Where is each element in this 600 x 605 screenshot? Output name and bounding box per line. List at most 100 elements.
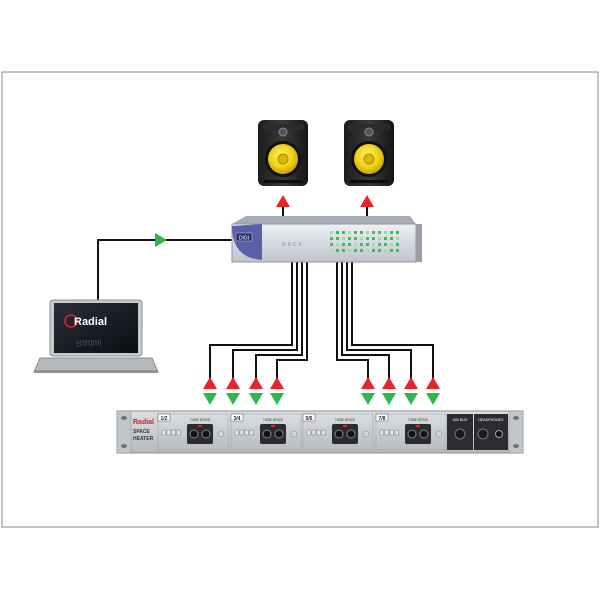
send-arrow-7	[404, 377, 418, 389]
meter-led	[360, 231, 363, 234]
channel-led	[343, 425, 347, 427]
meter-led	[396, 237, 399, 240]
channel-switch	[311, 429, 316, 436]
radial-logo-icon	[64, 314, 78, 328]
meter-led	[336, 243, 339, 246]
meter-led	[372, 249, 375, 252]
meter-led	[390, 231, 393, 234]
meter-led	[390, 237, 393, 240]
channel-switch	[379, 429, 384, 436]
meter-led	[342, 249, 345, 252]
laptop-logo: Radial	[74, 316, 107, 328]
meter-led	[354, 237, 357, 240]
meter-led	[390, 249, 393, 252]
tube-drive-caption: TUBE DRIVE	[263, 418, 284, 422]
tube-drive-caption: TUBE DRIVE	[335, 418, 356, 422]
tube-drive-panel	[260, 424, 286, 444]
channel-label: 7/8	[379, 416, 386, 422]
meter-led	[396, 231, 399, 234]
meter-led	[348, 243, 351, 246]
channel-label: 5/6	[306, 416, 313, 422]
meter-led	[366, 237, 369, 240]
io-arrows	[203, 377, 440, 405]
cable-right-2	[341, 262, 390, 380]
channel-badge	[302, 413, 316, 422]
channel-switch	[166, 429, 171, 436]
audio-interface: DIGI RACK	[231, 216, 422, 263]
interface-meters	[330, 231, 399, 252]
meter-led	[330, 237, 333, 240]
meter-led	[360, 243, 363, 246]
tube-drive-panel	[187, 424, 213, 444]
speaker-arrow-right	[360, 195, 374, 207]
channel-frame	[302, 413, 374, 451]
meter-led	[378, 249, 381, 252]
channel-switch	[306, 429, 311, 436]
channel-frame	[230, 413, 302, 451]
headphone-level-knob-icon	[477, 428, 489, 440]
channel-switch	[321, 429, 326, 436]
laptop: Radial Radial	[33, 299, 159, 373]
send-arrow-5	[361, 377, 375, 389]
meter-led	[342, 237, 345, 240]
meter-led	[348, 237, 351, 240]
meter-led	[342, 231, 345, 234]
cable-left-3	[255, 262, 303, 380]
rack-model-line1: SPACE	[133, 429, 151, 435]
meter-led	[372, 237, 375, 240]
return-arrow-6	[382, 393, 396, 405]
drive-knob-icon	[262, 429, 272, 439]
return-arrow-7	[404, 393, 418, 405]
laptop-logo-reflection: Radial	[76, 338, 102, 348]
meter-led	[360, 249, 363, 252]
level-knob-icon	[274, 429, 284, 439]
rack-channel-3: 5/6 TUBE DRIVE	[302, 413, 374, 451]
return-arrow-5	[361, 393, 375, 405]
meter-led	[396, 243, 399, 246]
send-arrow-2	[226, 377, 240, 389]
laptop-arrow	[155, 233, 167, 247]
meter-led	[366, 243, 369, 246]
meter-led	[348, 249, 351, 252]
send-arrow-4	[270, 377, 284, 389]
channel-switch	[161, 429, 166, 436]
meter-led	[354, 243, 357, 246]
meter-led	[366, 231, 369, 234]
return-arrow-1	[203, 393, 217, 405]
channel-switch	[239, 429, 244, 436]
rack-model-line2: HEATER	[133, 436, 154, 442]
speaker-arrow-left	[276, 195, 290, 207]
send-arrow-1	[203, 377, 217, 389]
channel-badge	[157, 413, 171, 422]
trim-knob-icon	[217, 430, 225, 438]
meter-led	[372, 231, 375, 234]
meter-led	[336, 231, 339, 234]
headphone-jack-icon	[495, 430, 503, 438]
speaker-right	[344, 120, 394, 186]
meter-led	[342, 243, 345, 246]
meter-led	[384, 243, 387, 246]
channel-led	[271, 425, 275, 427]
rack-brand: Radial	[133, 419, 154, 426]
meter-led	[348, 231, 351, 234]
send-arrow-8	[426, 377, 440, 389]
drive-knob-icon	[189, 429, 199, 439]
meter-led	[336, 237, 339, 240]
meter-led	[384, 249, 387, 252]
meter-led	[366, 249, 369, 252]
meter-led	[330, 231, 333, 234]
mix-knob-icon	[454, 428, 466, 440]
meter-led	[372, 243, 375, 246]
channel-frame	[375, 413, 447, 451]
channel-switch	[249, 429, 254, 436]
return-arrow-4	[270, 393, 284, 405]
channel-badge	[230, 413, 244, 422]
send-arrow-6	[382, 377, 396, 389]
meter-led	[396, 249, 399, 252]
channel-switch	[394, 429, 399, 436]
